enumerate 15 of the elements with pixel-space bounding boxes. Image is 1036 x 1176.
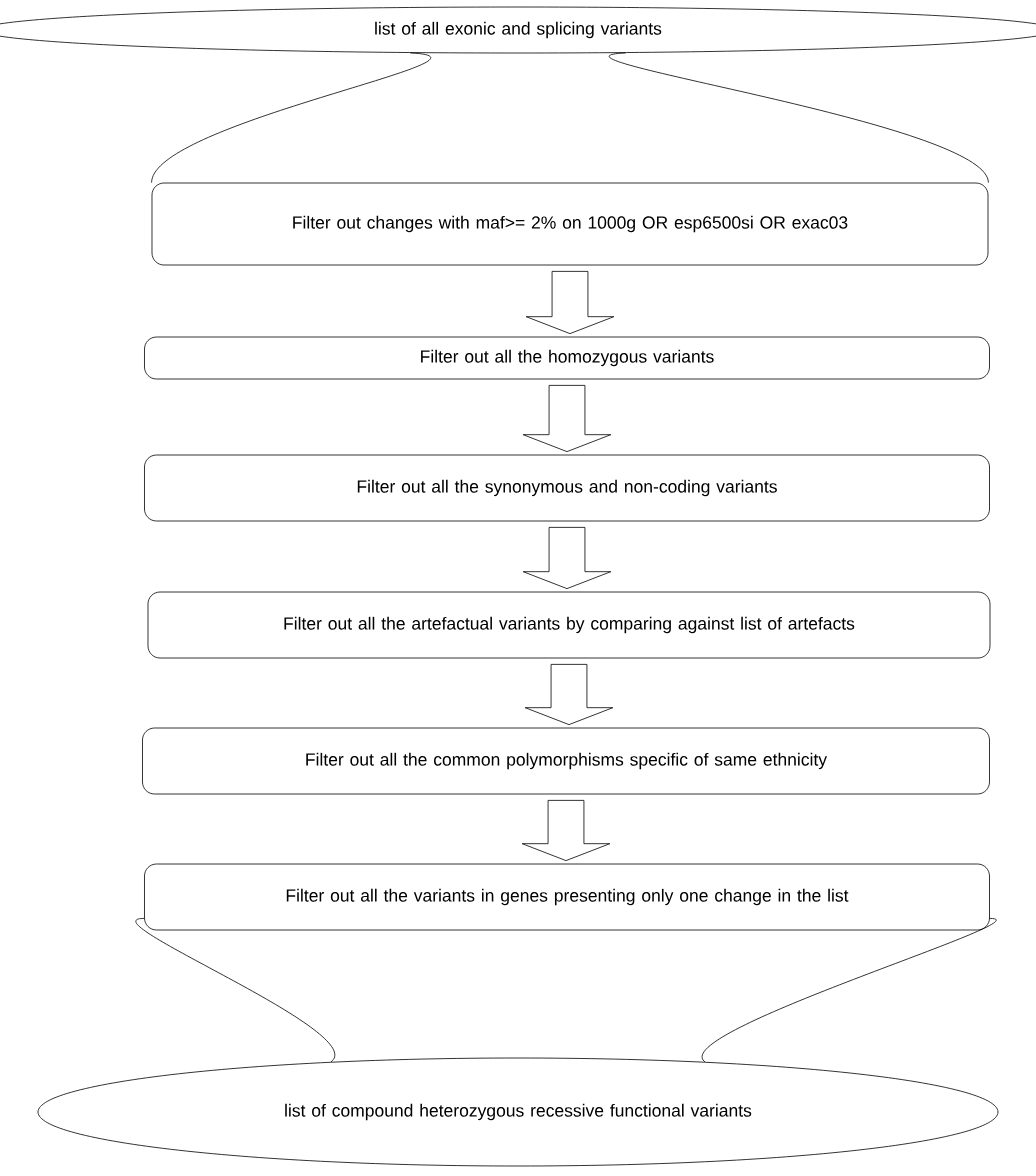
process-box: Filter out all the synonymous and non-coding variants [144, 454, 990, 522]
connector-line [609, 52, 989, 183]
process-box: Filter out all the common polymorphisms specific of same ethnicity [142, 727, 990, 795]
block-arrow [522, 527, 612, 589]
ellipse-node: list of compound heterozygous recessive functional variants [37, 1057, 999, 1167]
process-box: Filter out all the homozygous variants [144, 336, 990, 380]
connector-line [702, 918, 997, 1063]
block-arrow [521, 800, 611, 861]
process-box: Filter out all the variants in genes presenting only one change in the list [144, 863, 990, 931]
process-box: Filter out changes with maf>= 2% on 1000g OR esp6500si OR exac03 [151, 182, 989, 266]
block-arrow [524, 664, 614, 725]
process-box: Filter out all the artefactual variants by comparing against list of artefacts [147, 591, 991, 659]
block-arrow [525, 271, 615, 334]
connector-line [135, 918, 335, 1063]
block-arrow [522, 385, 612, 452]
